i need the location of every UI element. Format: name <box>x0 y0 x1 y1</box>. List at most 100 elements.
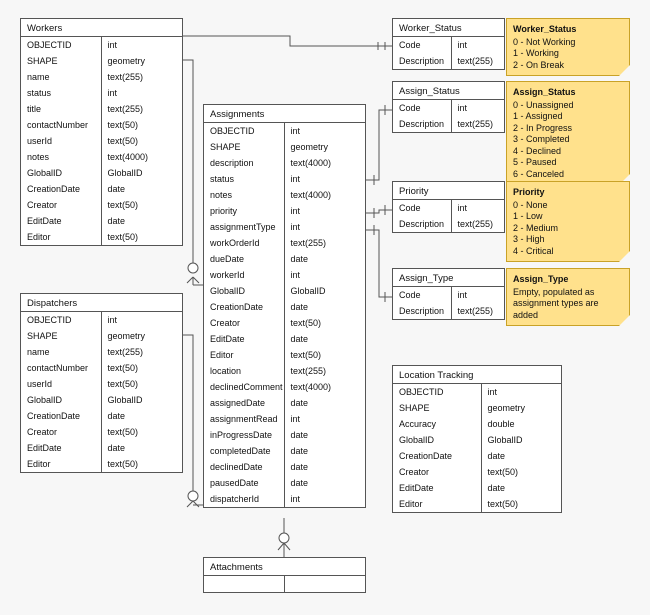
field-name: declinedComment <box>204 379 285 395</box>
field-type: text(4000) <box>290 157 332 168</box>
field-name: declinedDate <box>204 459 285 475</box>
field-name: Description <box>393 53 452 69</box>
field-name: Creator <box>21 197 102 213</box>
field-name: SHAPE <box>393 400 482 416</box>
note-title: Worker_Status <box>513 24 577 34</box>
field-name: name <box>21 69 102 85</box>
entity-title: Priority <box>393 182 504 200</box>
field-type: text(255) <box>457 305 494 316</box>
field-type: int <box>457 289 468 300</box>
field-name: Code <box>393 100 452 116</box>
field-name: pausedDate <box>204 475 285 491</box>
field-name: OBJECTID <box>21 37 102 53</box>
note-line: 3 - Completed <box>513 134 570 144</box>
field-name: notes <box>204 187 285 203</box>
entity-field-row: SHAPE geometry <box>204 139 365 155</box>
field-name: SHAPE <box>204 139 285 155</box>
field-name: contactNumber <box>21 117 102 133</box>
entity-field-row: description text(4000) <box>204 155 365 171</box>
field-type: GlobalID <box>487 434 523 445</box>
field-type: text(50) <box>107 119 139 130</box>
field-type: text(255) <box>457 55 494 66</box>
field-name: Code <box>393 287 452 303</box>
note-line: 2 - Medium <box>513 222 559 233</box>
field-name: Creator <box>21 424 102 440</box>
field-type: date <box>290 333 309 344</box>
field-name: description <box>204 155 285 171</box>
note-line: 5 - Paused <box>513 157 557 167</box>
note-title: Assign_Type <box>513 274 569 284</box>
entity-title: Assign_Status <box>393 82 504 100</box>
field-name: name <box>21 344 102 360</box>
field-name: OBJECTID <box>21 312 102 328</box>
note-line: 6 - Canceled <box>513 168 565 179</box>
field-type: text(50) <box>107 231 139 242</box>
field-type: text(4000) <box>290 189 332 200</box>
note-line: 1 - Working <box>513 48 559 58</box>
field-type: date <box>487 482 506 493</box>
field-name: GlobalID <box>21 392 102 408</box>
field-type: geometry <box>290 141 329 152</box>
field-type: text(255) <box>290 365 327 376</box>
field-type: date <box>107 442 126 453</box>
field-name: CreationDate <box>21 408 102 424</box>
field-type: text(50) <box>107 458 139 469</box>
note-fold-corner-icon <box>619 174 630 185</box>
field-type: geometry <box>487 402 526 413</box>
field-type: int <box>290 413 301 424</box>
entity-attachments[interactable]: Attachments <box>203 557 366 593</box>
field-name: Creator <box>204 315 285 331</box>
field-name: status <box>21 85 102 101</box>
note-title: Priority <box>513 187 545 197</box>
entity-title: Attachments <box>204 558 365 576</box>
field-name: userId <box>21 133 102 149</box>
field-name: GlobalID <box>21 165 102 181</box>
entity-title: Location Tracking <box>393 366 561 384</box>
field-name: workOrderId <box>204 235 285 251</box>
field-type: int <box>290 173 301 184</box>
field-name: assignedDate <box>204 395 285 411</box>
field-type: int <box>107 87 118 98</box>
field-name: dispatcherId <box>204 491 285 507</box>
entity-title: Worker_Status <box>393 19 504 37</box>
field-type <box>284 576 365 592</box>
note-line: 0 - None <box>513 199 548 210</box>
field-type: date <box>107 410 126 421</box>
field-type: date <box>487 450 506 461</box>
field-name: priority <box>204 203 285 219</box>
field-type: text(50) <box>107 362 139 373</box>
field-name: workerId <box>204 267 285 283</box>
